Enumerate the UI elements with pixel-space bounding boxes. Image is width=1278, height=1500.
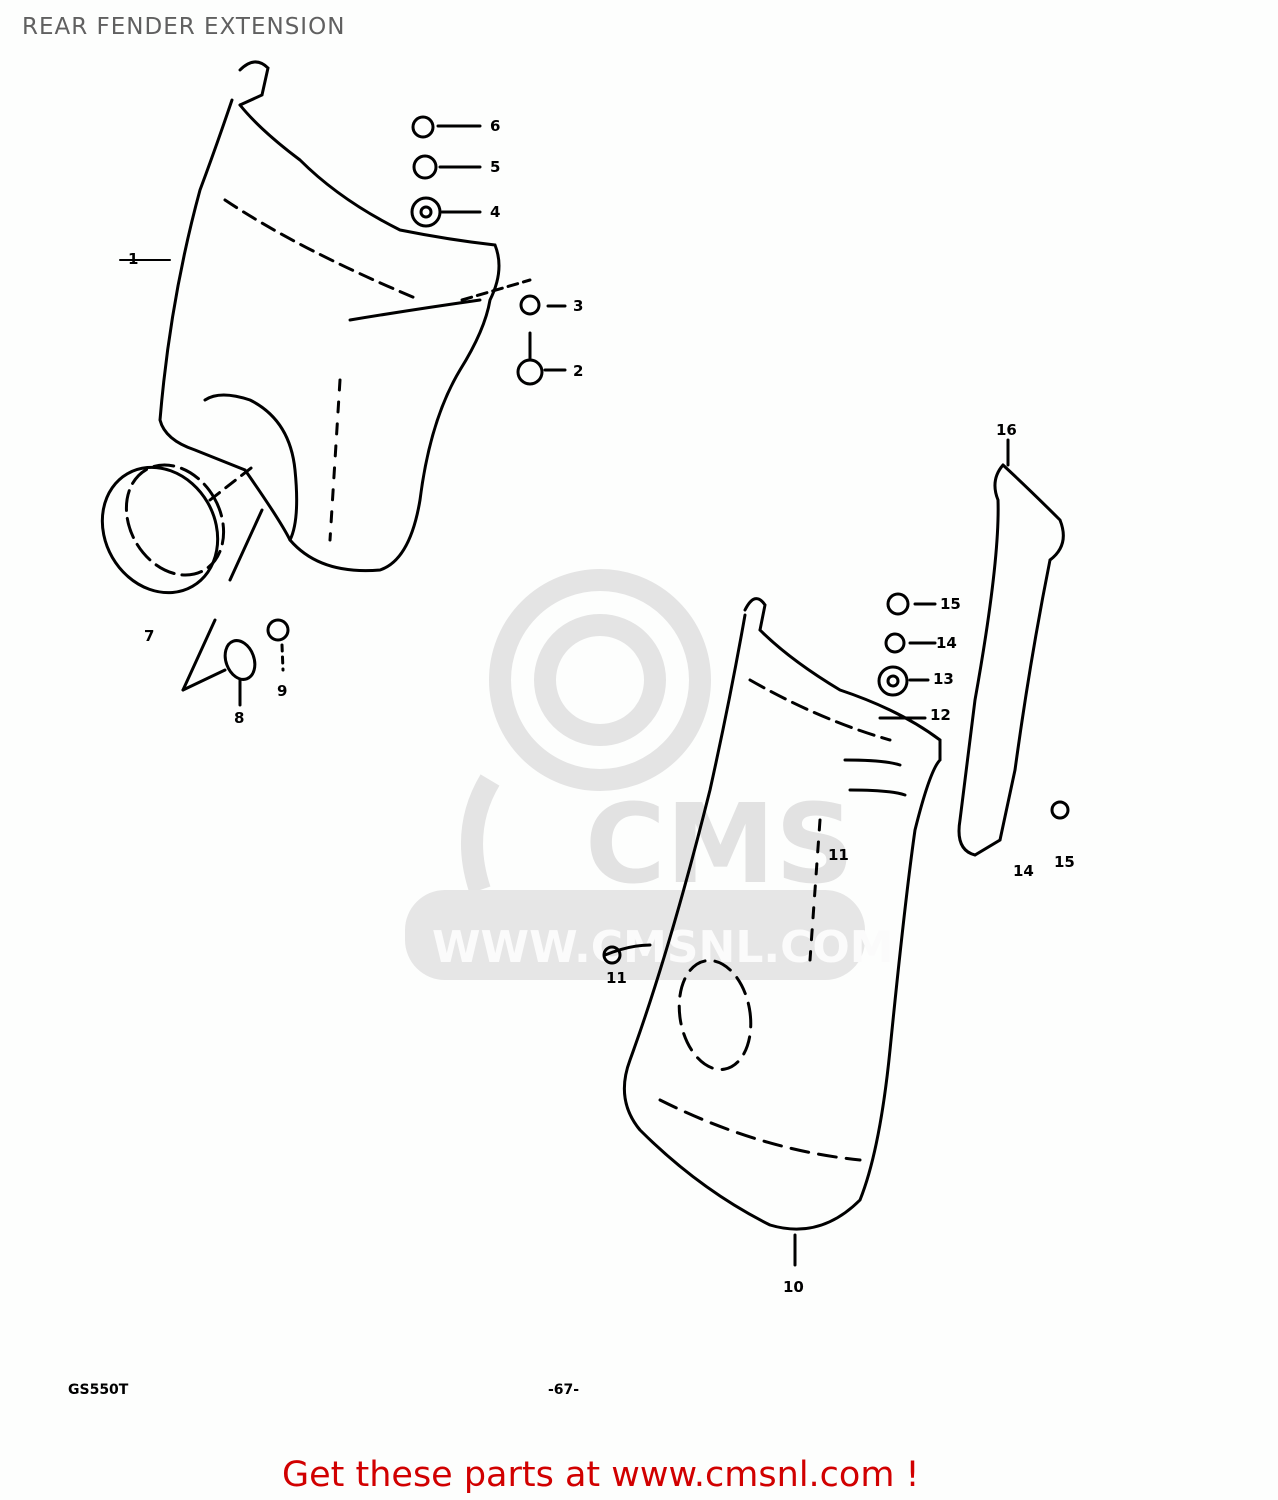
bolt-11 — [603, 943, 652, 957]
part-label[interactable]: 2 — [573, 362, 584, 380]
cta-link[interactable]: Get these parts at www.cmsnl.com ! — [282, 1455, 920, 1495]
part-label[interactable]: 13 — [933, 670, 954, 688]
watermark-logo-text: CMS — [585, 780, 855, 908]
bracket — [957, 463, 1065, 857]
page-number: -67- — [548, 1382, 580, 1398]
part-label[interactable]: 8 — [234, 709, 245, 727]
model-code: GS550T — [68, 1382, 129, 1398]
fender-right-body — [622, 613, 942, 1231]
part-label[interactable]: 15 — [1054, 853, 1075, 871]
fender-left-cutout — [203, 393, 299, 542]
part-label[interactable]: 16 — [996, 421, 1017, 439]
part-label[interactable]: 11 — [828, 846, 849, 864]
page-title: REAR FENDER EXTENSION — [22, 14, 346, 40]
part-label[interactable]: 5 — [490, 158, 501, 176]
part-label[interactable]: 4 — [490, 203, 501, 221]
part-label[interactable]: 10 — [783, 1278, 804, 1296]
part-label[interactable]: 6 — [490, 117, 501, 135]
part-label[interactable]: 3 — [573, 297, 584, 315]
part-label[interactable]: 14 — [1013, 862, 1034, 880]
part-label[interactable]: 14 — [936, 634, 957, 652]
part-label[interactable]: 12 — [930, 706, 951, 724]
lamp-lens — [100, 465, 220, 595]
fender-right-top-tab — [743, 597, 767, 632]
watermark-mascot-icon — [405, 569, 865, 980]
part-label[interactable]: 15 — [940, 595, 961, 613]
parts-diagram — [100, 60, 1070, 1267]
fender-left-body — [158, 98, 501, 573]
part-label[interactable]: 1 — [128, 250, 139, 268]
part-label[interactable]: 9 — [277, 682, 288, 700]
fender-right-cutout — [677, 958, 753, 1072]
part-label[interactable]: 7 — [144, 627, 155, 645]
fender-left-top-tab — [238, 60, 270, 107]
part-label[interactable]: 11 — [606, 969, 627, 987]
